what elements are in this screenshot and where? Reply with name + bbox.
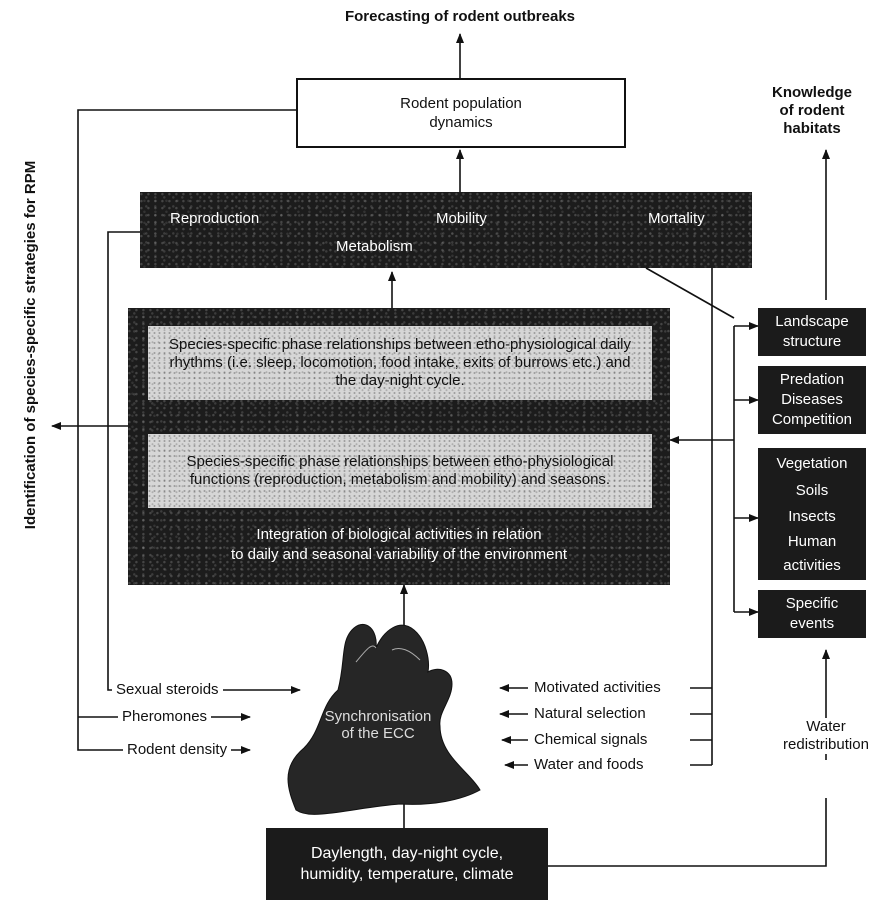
metabolism-label: Metabolism <box>336 238 413 255</box>
vertical-label: Identification of species-specific strat… <box>22 160 39 530</box>
landscape-line-1: Landscape <box>775 313 849 330</box>
predation-line-2: Diseases <box>781 391 843 408</box>
landscape-box: Landscape structure <box>758 308 866 356</box>
water-line-2: redistribution <box>766 736 870 754</box>
predation-box: Predation Diseases Competition <box>758 366 866 434</box>
water-line-1: Water <box>766 718 870 736</box>
ecc-label-line-2: of the ECC <box>341 725 415 742</box>
knowledge-line-1: Knowledge <box>771 84 852 101</box>
landscape-line-2: structure <box>782 333 842 350</box>
sexual-steroids-label: Sexual steroids <box>112 681 223 699</box>
mobility-label: Mobility <box>436 210 487 227</box>
ecc-label-line-1: Synchronisation <box>324 708 432 725</box>
vegetation-line-5: activities <box>783 556 841 574</box>
predation-line-3: Competition <box>771 411 853 428</box>
motivated-activities-label: Motivated activities <box>530 679 665 697</box>
rodent-density-label: Rodent density <box>123 741 232 759</box>
environment-box: Daylength, day-night cycle, humidity, te… <box>266 828 548 900</box>
daily-rhythms-panel: Species-specific phase relationships bet… <box>148 326 652 400</box>
events-box: Specific events <box>758 590 866 638</box>
pheromones-label: Pheromones <box>118 708 212 726</box>
knowledge-line-3: habitats <box>783 120 841 137</box>
mortality-label: Mortality <box>648 210 705 227</box>
events-line-1: Specific <box>785 595 839 612</box>
line-water-redistribution <box>548 798 827 867</box>
ecc-shape <box>287 623 481 815</box>
vegetation-line-2: Soils <box>795 481 829 499</box>
chemical-signals-label: Chemical signals <box>530 731 652 749</box>
population-line-1: Rodent population <box>400 95 522 112</box>
environment-line-1: Daylength, day-night cycle, <box>310 845 504 862</box>
population-box: Rodent population dynamics <box>296 78 626 148</box>
events-line-2: events <box>789 615 835 632</box>
line-processes-to-factors <box>645 267 735 319</box>
population-line-2: dynamics <box>429 114 493 131</box>
vegetation-line-4: Human <box>787 533 837 551</box>
natural-selection-label: Natural selection <box>530 705 650 723</box>
environment-line-2: humidity, temperature, climate <box>300 866 514 883</box>
seasonal-panel: Species-specific phase relationships bet… <box>148 434 652 508</box>
predation-line-1: Predation <box>779 371 845 388</box>
integration-box: Species-specific phase relationships bet… <box>128 308 670 585</box>
water-foods-label: Water and foods <box>530 756 648 774</box>
knowledge-line-2: of rodent <box>779 102 845 119</box>
integration-title-line-1: Integration of biological activities in … <box>256 526 542 543</box>
vegetation-line-3: Insects <box>788 507 836 525</box>
diagram-title: Forecasting of rodent outbreaks <box>344 8 576 25</box>
vegetation-line-1: Vegetation <box>776 455 848 473</box>
integration-title-line-2: to daily and seasonal variability of the… <box>230 546 568 563</box>
reproduction-label: Reproduction <box>170 210 260 227</box>
processes-box: Reproduction Mobility Mortality Metaboli… <box>140 192 752 268</box>
vegetation-box: Vegetation Soils Insects Human activitie… <box>758 448 866 580</box>
